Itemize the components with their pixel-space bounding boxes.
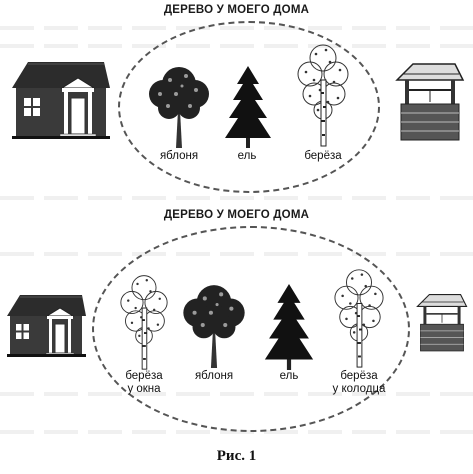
well-icon [416, 293, 468, 352]
spruce-tree-icon [225, 66, 271, 148]
birch-tree-icon [120, 275, 168, 370]
apple-tree-icon [149, 67, 209, 148]
scene1-oval [118, 21, 380, 193]
birch-tree-icon [334, 269, 384, 368]
tree-label: яблоня [194, 370, 234, 382]
spruce-tree-icon [264, 284, 314, 370]
figure-caption: Рис. 1 [216, 448, 257, 464]
tree-label: ель [279, 370, 299, 382]
house-icon [12, 62, 110, 139]
birch-tree-icon [297, 44, 349, 147]
tree-label: берёза [304, 150, 342, 162]
tree-label: ель [237, 150, 257, 162]
scene2-oval [92, 226, 410, 432]
scene2-title: ДЕРЕВО У МОЕГО ДОМА [163, 209, 310, 221]
apple-tree-icon [183, 285, 245, 368]
tree-label: берёза у колодца [332, 370, 386, 395]
scene1-title: ДЕРЕВО У МОЕГО ДОМА [163, 4, 310, 16]
house-icon [7, 295, 86, 357]
tree-label: яблоня [159, 150, 199, 162]
well-icon [395, 63, 465, 141]
background-texture [0, 430, 473, 434]
tree-label: берёза у окна [125, 370, 163, 395]
background-texture [0, 196, 473, 200]
